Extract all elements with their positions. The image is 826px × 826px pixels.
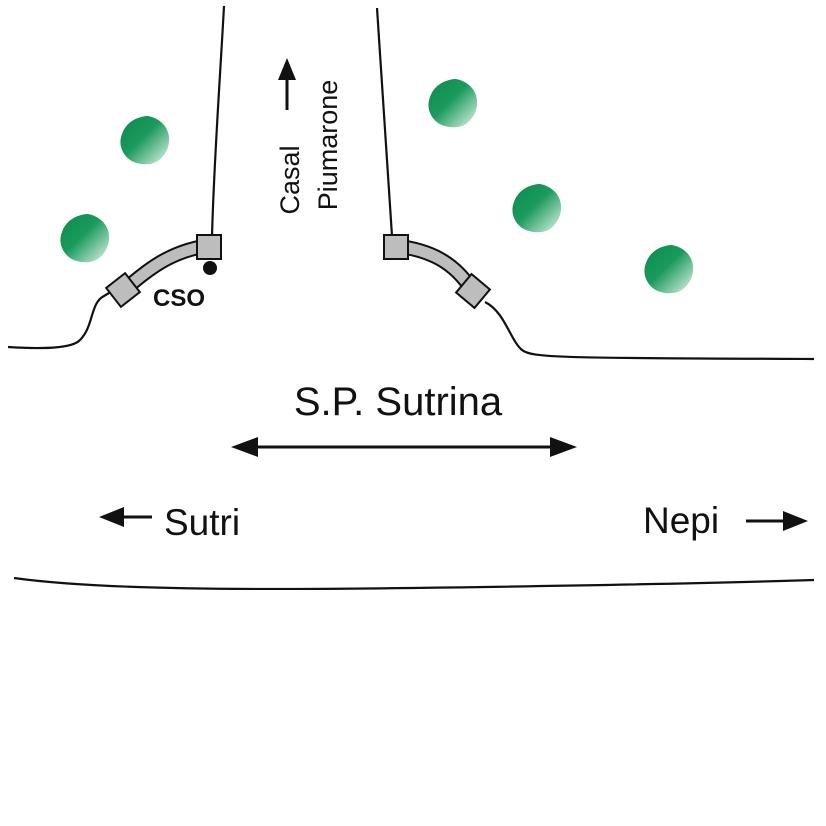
destination-west-label: Sutri	[164, 502, 240, 543]
tree-icon	[644, 245, 694, 294]
double-arrow-icon	[231, 437, 577, 457]
arrow-left-icon	[99, 507, 152, 527]
destination-east-label: Nepi	[643, 500, 719, 541]
trees	[60, 79, 694, 294]
north-destination-label: Casal Piumarone	[275, 80, 343, 215]
tree-icon	[60, 214, 110, 263]
tree-icon	[512, 184, 562, 233]
north-label-line2: Piumarone	[313, 80, 343, 211]
side-road-east-edge	[375, 7, 394, 237]
main-road-label: S.P. Sutrina	[294, 380, 503, 424]
cso-label: CSO	[153, 285, 205, 312]
main-road-north-edge-west	[7, 289, 115, 350]
pipe-junction-icon	[454, 272, 492, 310]
north-label-line1: Casal	[275, 145, 305, 214]
pipe-junction-icon	[196, 234, 222, 260]
pipe-west	[119, 238, 208, 296]
cso-point-icon	[203, 261, 217, 275]
side-road-west-edge	[210, 5, 226, 237]
pipe-junction-icon	[383, 234, 409, 260]
tree-icon	[120, 116, 170, 165]
arrow-right-icon	[746, 511, 808, 531]
pipe-junction-icon	[104, 271, 142, 309]
main-road-south-edge	[13, 576, 815, 591]
arrow-up-icon	[278, 58, 296, 110]
main-road-north-edge-east	[484, 301, 815, 361]
tree-icon	[428, 79, 478, 128]
